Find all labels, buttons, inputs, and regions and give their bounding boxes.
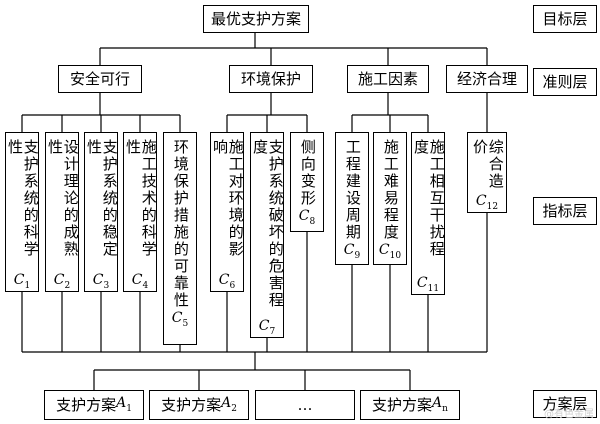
- indicator-text: 施工相互干扰程度: [412, 139, 446, 258]
- scheme-code: A2: [221, 395, 237, 414]
- indicator-code: C2: [53, 272, 71, 291]
- indicator-node-c12: 综合造价 C12: [467, 132, 507, 213]
- indicator-text: 施工对环境的影响: [211, 139, 245, 258]
- indicator-code: C3: [92, 272, 110, 291]
- indicator-text: 环境保护措施的可靠性: [171, 139, 190, 309]
- indicator-code: C12: [475, 193, 499, 212]
- indicator-node-c9: 工程建设周期 C9: [335, 132, 369, 265]
- criterion-node-economy: 经济合理: [446, 65, 528, 93]
- indicator-text: 侧向变形: [298, 139, 317, 207]
- indicator-node-c11: 施工相互干扰程度 C11: [411, 132, 446, 295]
- scheme-text: 支护方案: [161, 395, 222, 414]
- goal-node: 最优支护方案: [203, 5, 309, 33]
- indicator-text: 施工难易程度: [381, 139, 400, 241]
- scheme-text: …: [297, 395, 313, 414]
- layer-label-criterion: 准则层: [533, 68, 597, 96]
- layer-label-scheme: 方案层: [533, 390, 597, 418]
- layer-label-indicator: 指标层: [533, 197, 597, 225]
- indicator-text: 支护系统的科学性: [6, 139, 40, 258]
- criterion-label: 安全可行: [69, 69, 130, 88]
- criterion-label: 环境保护: [240, 69, 301, 88]
- indicator-node-c10: 施工难易程度 C10: [373, 132, 407, 265]
- indicator-text: 施工技术的科学性: [124, 139, 158, 258]
- indicator-code: C4: [131, 272, 149, 291]
- indicator-node-c3: 支护系统的稳定性 C3: [84, 132, 119, 292]
- indicator-node-c6: 施工对环境的影响 C6: [210, 132, 245, 292]
- scheme-text: 支护方案: [372, 395, 433, 414]
- indicator-node-c8: 侧向变形 C8: [290, 132, 324, 232]
- scheme-node-ellipsis: …: [255, 390, 355, 420]
- indicator-code: C9: [343, 242, 361, 261]
- indicator-node-c5: 环境保护措施的可靠性 C5: [163, 132, 197, 345]
- indicator-text: 综合造价: [471, 139, 505, 190]
- indicator-node-c4: 施工技术的科学性 C4: [123, 132, 158, 292]
- indicator-node-c1: 支护系统的科学性 C1: [5, 132, 40, 292]
- indicator-node-c2: 设计理论的成熟性 C2: [45, 132, 80, 292]
- indicator-text: 设计理论的成熟性: [46, 139, 80, 258]
- indicator-text: 工程建设周期: [343, 139, 362, 241]
- goal-label: 最优支护方案: [210, 9, 301, 28]
- indicator-code: C10: [378, 242, 402, 261]
- indicator-text: 支护系统的稳定性: [85, 139, 119, 258]
- indicator-code: C7: [258, 318, 276, 337]
- scheme-text: 支护方案: [56, 395, 117, 414]
- layer-label-goal: 目标层: [533, 5, 597, 33]
- indicator-node-c7: 支护系统破坏的危害程度 C7: [250, 132, 285, 338]
- indicator-code: C6: [218, 272, 236, 291]
- scheme-code: A1: [116, 395, 132, 414]
- watermark: @有色金属: [544, 409, 594, 420]
- scheme-code: An: [432, 395, 448, 414]
- criterion-node-environment: 环境保护: [229, 65, 313, 93]
- criterion-label: 施工因素: [357, 69, 418, 88]
- criterion-label: 经济合理: [456, 69, 517, 88]
- indicator-code: C8: [298, 208, 316, 227]
- criterion-node-safety: 安全可行: [58, 65, 142, 93]
- indicator-code: C11: [416, 275, 440, 294]
- indicator-code: C1: [13, 272, 31, 291]
- criterion-node-construction: 施工因素: [347, 65, 429, 93]
- indicator-code: C5: [171, 310, 189, 329]
- indicator-text: 支护系统破坏的危害程度: [251, 139, 285, 309]
